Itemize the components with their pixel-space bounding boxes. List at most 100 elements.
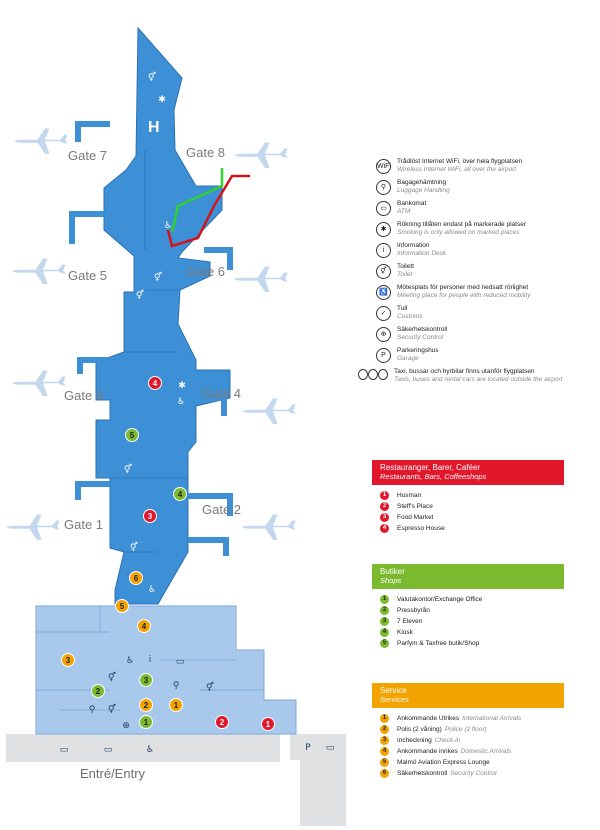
svg-text:✱: ✱ — [178, 381, 186, 391]
svg-text:⚥: ⚥ — [148, 71, 156, 83]
shops-header: Butiker Shops — [372, 564, 564, 589]
number-badge: 4 — [380, 628, 389, 637]
legend-label-en: Taxis, buses and rental cars are located… — [394, 376, 563, 383]
marker-green-3: 3 — [139, 673, 153, 687]
number-badge: 2 — [380, 725, 389, 734]
number-badge: 5 — [380, 758, 389, 767]
marker-red-4: 4 — [148, 376, 162, 390]
number-badge: 2 — [380, 606, 389, 615]
svg-text:▭: ▭ — [176, 657, 185, 667]
legend-label: Information — [397, 242, 430, 249]
number-badge: 6 — [380, 769, 389, 778]
shop-name: Pressbyrån — [397, 607, 430, 614]
legend-label: Trådlöst Internet WiFi, över hela flygpl… — [397, 158, 523, 165]
svg-text:⚥: ⚥ — [154, 271, 162, 283]
helipad-label: H — [148, 119, 160, 136]
gate-2-label: Gate 2 — [202, 502, 242, 517]
legend-label-en: Security Control — [397, 334, 444, 341]
landside-icons: ♿ i ⚥ ⚲ ⚥ ⚲ ⚥ ⊕ ▭ ▭ ▭ ♿ P ▭ — [60, 655, 335, 755]
gate-7-label: Gate 7 — [68, 148, 108, 163]
svg-text:⚥: ⚥ — [124, 463, 132, 475]
svg-text:⊕: ⊕ — [122, 721, 130, 731]
svg-text:i: i — [149, 655, 152, 665]
marker-number: 1 — [174, 701, 179, 710]
reduced-mobility-icon: ♿ — [376, 285, 391, 300]
legend-label-en: Wireless Internet WiFi, all over the air… — [397, 166, 517, 173]
pier — [95, 26, 231, 605]
shops-subtitle: Shops — [380, 576, 402, 585]
marker-number: 2 — [144, 701, 149, 710]
taxi-bus-car-icon — [358, 369, 388, 382]
marker-orange-6: 6 — [129, 571, 143, 585]
marker-number: 1 — [144, 718, 149, 727]
gate-3-label: Gate 3 — [64, 388, 104, 403]
legend-label: Bankomat — [397, 200, 427, 207]
service-subtitle: Services — [380, 695, 409, 704]
svg-text:♿: ♿ — [177, 397, 185, 407]
svg-text:▭: ▭ — [326, 743, 335, 753]
customs-icon: ✓ — [376, 306, 391, 321]
marker-number: 1 — [266, 720, 271, 729]
shops-title: Butiker — [380, 567, 405, 576]
legend-label-en: Meeting place for people with reduced mo… — [397, 292, 531, 299]
legend-label-en: Smoking is only allowed on marked places — [397, 229, 520, 236]
legend-label: Rökning tillåten endast på markerade pla… — [397, 221, 526, 228]
marker-orange-5: 5 — [115, 599, 129, 613]
restaurants-title: Restauranger, Barer, Caféer — [380, 463, 481, 472]
service-name: Säkerhetskontroll — [397, 770, 448, 777]
svg-text:♿: ♿ — [126, 656, 134, 666]
shop-name: Parfym & Taxfree butik/Shop — [397, 640, 480, 647]
legend-label: Tull — [397, 305, 408, 312]
ground-area — [6, 734, 280, 762]
svg-text:⚲: ⚲ — [89, 705, 96, 715]
parking-area — [290, 734, 346, 826]
svg-text:⚲: ⚲ — [173, 681, 180, 691]
marker-red-3: 3 — [143, 509, 157, 523]
restaurant-name: Espresso House — [397, 525, 445, 532]
service-title: Service — [380, 686, 407, 695]
gate-4-label: Gate 4 — [202, 386, 242, 401]
gate-1-label: Gate 1 — [64, 517, 104, 532]
jetways — [69, 121, 233, 556]
number-badge: 1 — [380, 491, 389, 500]
marker-orange-2: 2 — [139, 698, 153, 712]
svg-text:✱: ✱ — [158, 95, 166, 105]
number-badge: 3 — [380, 513, 389, 522]
atm-icon: ▭ — [376, 201, 391, 216]
smoking-icon: ✱ — [376, 222, 391, 237]
svg-text:⚥: ⚥ — [108, 703, 116, 715]
marker-red-2: 2 — [215, 715, 229, 729]
marker-green-2: 2 — [91, 684, 105, 698]
legend-label: Mötesplats för personer med nedsatt rörl… — [397, 284, 529, 291]
service-name: Malmö Aviation Express Lounge — [397, 759, 490, 766]
route-green — [170, 168, 224, 233]
marker-number: 5 — [120, 602, 125, 611]
service-name: Ankommande inrikes — [397, 748, 458, 755]
marker-number: 4 — [142, 622, 147, 631]
svg-text:▭: ▭ — [60, 745, 69, 755]
legend-item: Taxi, bussar och hyrbilar finns utanför … — [358, 368, 576, 384]
service-item-5: 5 Malmö Aviation Express Lounge — [380, 757, 564, 768]
shop-name: 7 Eleven — [397, 618, 423, 625]
legend-item: ✱ Rökning tillåten endast på markerade pl… — [376, 221, 576, 237]
legend-label: Säkerhetskontroll — [397, 326, 448, 333]
marker-number: 2 — [96, 687, 101, 696]
